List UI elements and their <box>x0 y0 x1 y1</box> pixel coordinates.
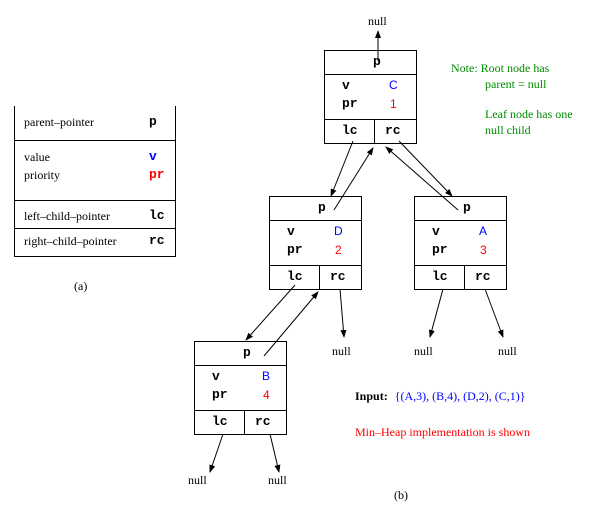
null-a-rc: null <box>498 344 517 358</box>
field-v: v <box>287 224 295 239</box>
min-heap-note: Min–Heap implementation is shown <box>355 425 530 439</box>
node-priority: 2 <box>335 243 342 257</box>
field-v: v <box>342 78 350 93</box>
legend-symbol: v <box>149 149 157 164</box>
tree-node-leftleft: p v B pr 4 lc rc <box>194 341 287 435</box>
input-label: Input: <box>355 389 388 403</box>
node-value: C <box>389 78 398 92</box>
legend-table: parent–pointer p value v priority pr lef… <box>14 106 176 257</box>
input-value: {(A,3), (B,4), (D,2), (C,1)} <box>394 389 526 403</box>
node-value: B <box>262 369 271 383</box>
note-line: parent = null <box>485 77 547 91</box>
field-rc: rc <box>255 414 271 429</box>
null-a-lc: null <box>414 344 433 358</box>
edge-d-lc-to-b <box>245 284 296 341</box>
field-lc: lc <box>287 269 303 284</box>
edge-root-lc-to-d <box>330 140 354 197</box>
node-priority: 4 <box>263 388 270 402</box>
field-pr: pr <box>212 387 228 402</box>
tree-node-left: p v D pr 2 lc rc <box>269 196 362 290</box>
field-rc: rc <box>385 123 401 138</box>
edge-b-rc-null <box>269 433 281 473</box>
field-pr: pr <box>432 242 448 257</box>
null-b-lc: null <box>188 473 207 487</box>
note-line: null child <box>485 123 531 137</box>
field-pr: pr <box>287 242 303 257</box>
note-block: Note: Root node has parent = null Leaf n… <box>451 60 573 138</box>
legend-label: left–child–pointer <box>24 209 110 223</box>
edge-d-rc-null <box>339 288 347 338</box>
null-root-parent: null <box>368 14 387 28</box>
legend-label: value <box>24 150 50 164</box>
field-p: p <box>463 200 471 215</box>
legend-divider <box>15 140 175 141</box>
field-lc: lc <box>432 269 448 284</box>
legend-label: priority <box>24 168 60 182</box>
field-pr: pr <box>342 96 358 111</box>
legend-label: right–child–pointer <box>24 234 117 248</box>
node-priority: 3 <box>480 243 487 257</box>
field-lc: lc <box>212 414 228 429</box>
edge-a-lc-null <box>428 288 444 338</box>
node-value: D <box>334 224 343 238</box>
legend-symbol: lc <box>149 208 165 223</box>
tree-node-right: p v A pr 3 lc rc <box>414 196 507 290</box>
edge-b-lc-null <box>209 433 224 473</box>
node-priority: 1 <box>390 97 397 111</box>
edge-a-rc-null <box>484 288 504 338</box>
field-p: p <box>373 54 381 69</box>
legend-symbol: rc <box>149 233 165 248</box>
legend-symbol: pr <box>149 167 165 182</box>
null-d-rc: null <box>332 344 351 358</box>
field-p: p <box>318 200 326 215</box>
legend-label: parent–pointer <box>24 115 94 129</box>
field-v: v <box>432 224 440 239</box>
legend-symbol: p <box>149 114 157 129</box>
edge-a-parent-to-root <box>385 146 459 211</box>
field-rc: rc <box>330 269 346 284</box>
field-rc: rc <box>475 269 491 284</box>
field-v: v <box>212 369 220 384</box>
legend-divider <box>15 200 175 201</box>
edge-b-parent-to-d <box>263 291 319 357</box>
tree-node-root: p v C pr 1 lc rc <box>324 50 417 144</box>
node-value: A <box>479 224 488 238</box>
input-line: Input: {(A,3), (B,4), (D,2), (C,1)} <box>355 389 526 404</box>
field-p: p <box>243 345 251 360</box>
note-line: Leaf node has one <box>485 107 573 121</box>
field-lc: lc <box>342 123 358 138</box>
note-line: Note: Root node has <box>451 61 550 75</box>
caption-a: (a) <box>74 279 88 293</box>
null-b-rc: null <box>268 473 287 487</box>
edge-root-rc-to-a <box>398 140 453 197</box>
caption-b: (b) <box>394 488 408 502</box>
legend-divider <box>15 228 175 229</box>
edge-d-parent-to-root <box>333 147 374 211</box>
